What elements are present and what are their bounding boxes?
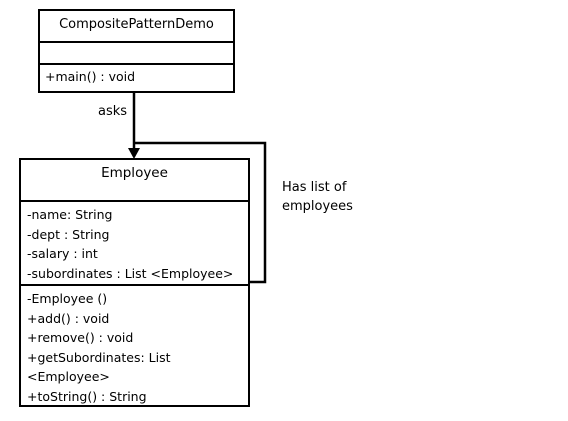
attribute-dept: -dept : String (27, 226, 110, 242)
has-list-association-line (134, 141, 267, 284)
operation-to-string: +toString() : String (27, 388, 147, 404)
attribute-name: -name: String (27, 207, 113, 222)
class-name: CompositePatternDemo (59, 17, 214, 32)
operation-main: +main() : void (45, 69, 136, 84)
operations-section: +main() : void (40, 63, 233, 87)
class-name: Employee (101, 165, 168, 181)
attribute-salary: -salary : int (27, 246, 98, 261)
operation-get-subordinates: +getSubordinates: List (27, 349, 171, 365)
has-list-label: Has list of employees (282, 178, 353, 216)
operation-remove: +remove() : void (27, 330, 134, 345)
operations-section: -Employee () +add() : void +remove() : v… (21, 284, 248, 406)
operation-add: +add() : void (27, 310, 110, 326)
operation-get-subordinates-continued: <Employee> (27, 369, 110, 384)
has-list-label-line-1: Has list of (282, 180, 347, 195)
asks-label: asks (98, 104, 128, 119)
employee-class: Employee -name: String -dept : String -s… (19, 158, 250, 407)
class-name-section: CompositePatternDemo (40, 11, 233, 41)
attribute-subordinates: -subordinates : List <Employee> (27, 265, 234, 281)
composite-pattern-demo-class: CompositePatternDemo +main() : void (38, 9, 235, 93)
has-list-label-line-2: employees (282, 199, 353, 214)
attributes-section (40, 41, 233, 63)
asks-arrowhead (128, 148, 140, 159)
operation-constructor: -Employee () (27, 291, 108, 306)
attributes-section: -name: String -dept : String -salary : i… (21, 200, 248, 284)
class-name-section: Employee (21, 160, 248, 200)
